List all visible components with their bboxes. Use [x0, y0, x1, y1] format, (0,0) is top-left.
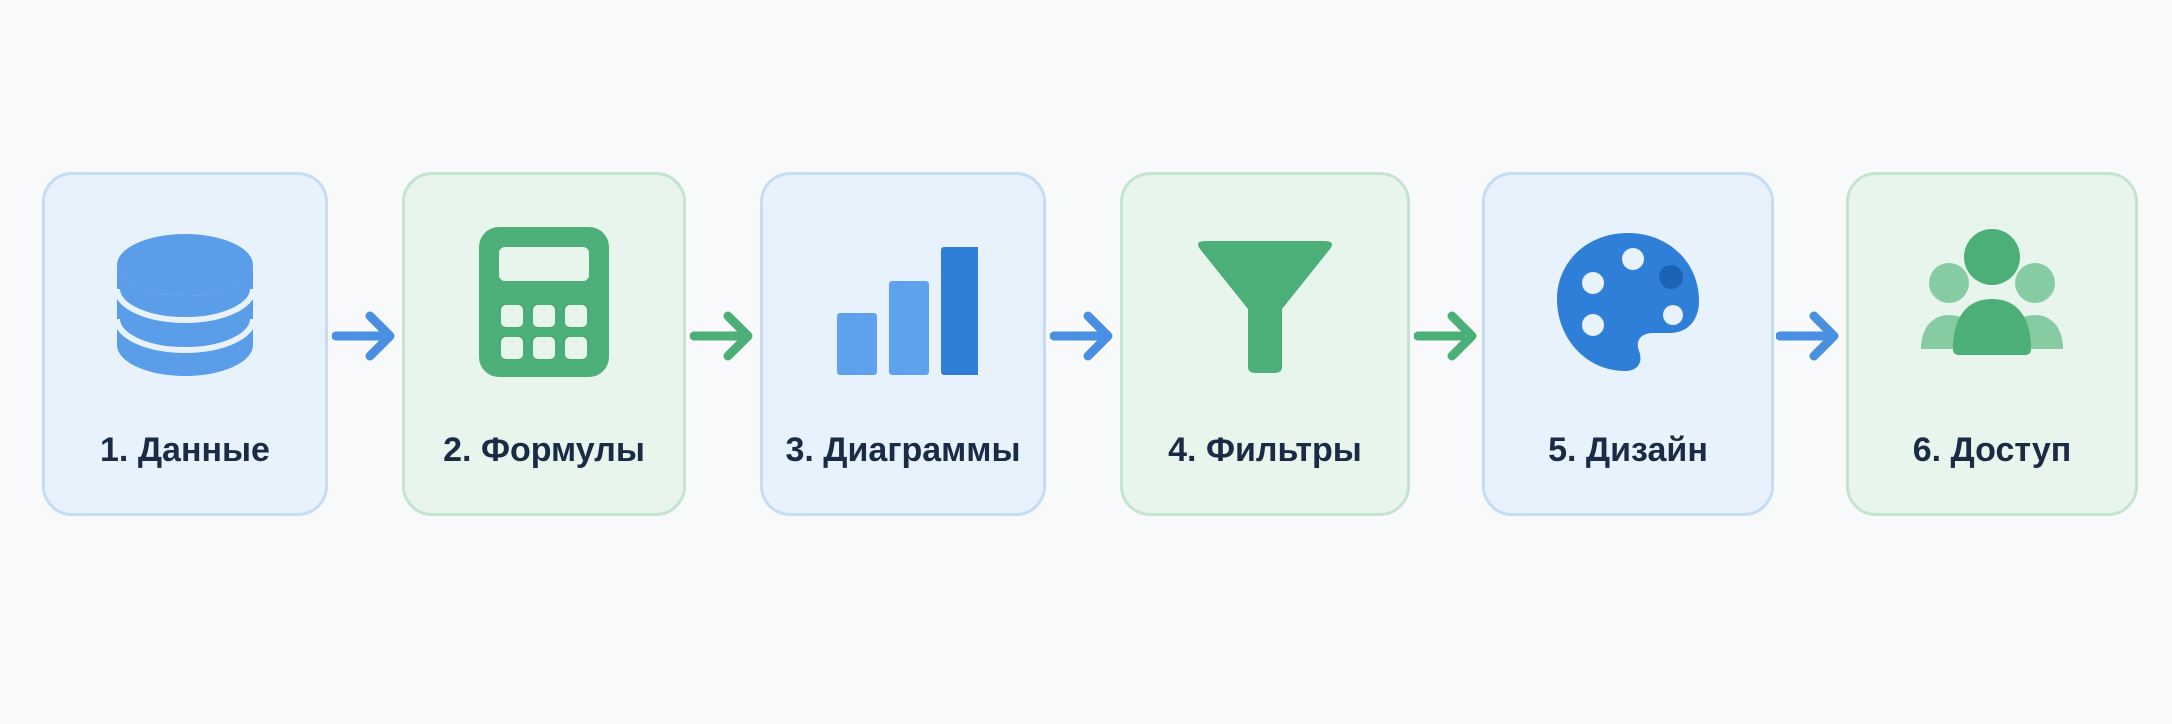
arrow-right-icon: [1414, 306, 1480, 366]
step-card-charts: 3. Диаграммы: [760, 172, 1046, 516]
step-label: 4. Фильтры: [1168, 431, 1362, 469]
step-card-filters: 4. Фильтры: [1120, 172, 1410, 516]
users-icon: [1917, 227, 2067, 377]
arrow-right-icon: [690, 306, 756, 366]
step-card-data: 1. Данные: [42, 172, 328, 516]
step-card-design: 5. Дизайн: [1482, 172, 1774, 516]
filter-icon: [1190, 227, 1340, 377]
step-label: 2. Формулы: [443, 431, 645, 469]
step-label: 6. Доступ: [1912, 431, 2072, 469]
step-card-access: 6. Доступ: [1846, 172, 2138, 516]
arrow-right-icon: [332, 306, 398, 366]
bar-chart-icon: [828, 227, 978, 377]
database-icon: [110, 227, 260, 377]
step-label: 3. Диаграммы: [785, 431, 1021, 469]
step-label: 5. Дизайн: [1548, 431, 1708, 469]
arrow-right-icon: [1776, 306, 1842, 366]
step-label: 1. Данные: [100, 431, 270, 469]
step-card-formulas: 2. Формулы: [402, 172, 686, 516]
arrow-right-icon: [1050, 306, 1116, 366]
palette-icon: [1553, 227, 1703, 377]
calculator-icon: [469, 227, 619, 377]
